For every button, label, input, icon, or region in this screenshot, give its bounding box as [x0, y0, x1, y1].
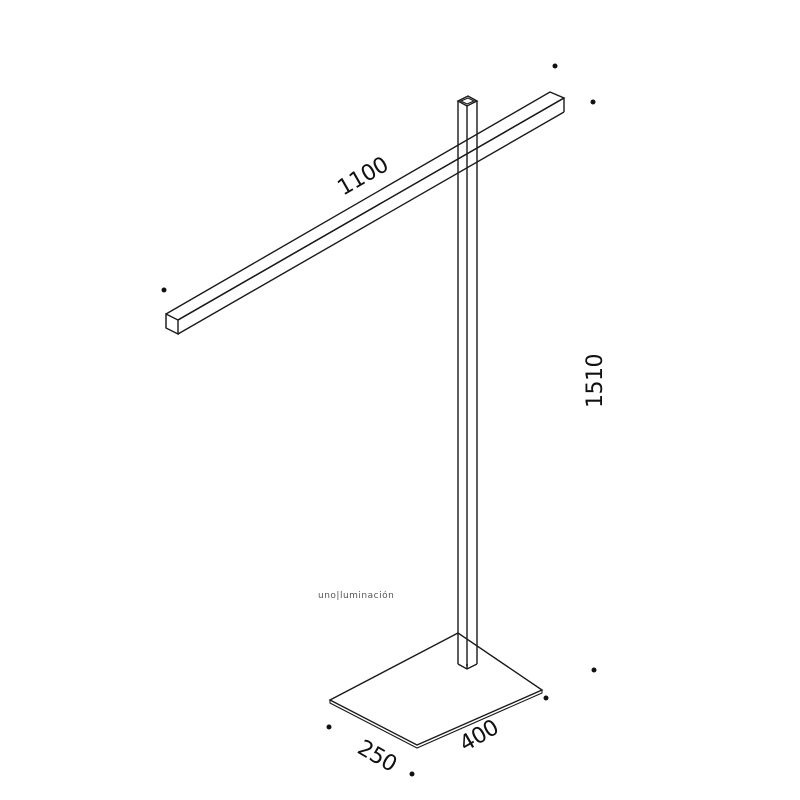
marker-dot	[161, 287, 167, 293]
marker-dot	[591, 667, 597, 673]
marker-dot	[552, 63, 558, 69]
marker-dot	[409, 771, 415, 777]
base-depth-label: 250	[353, 736, 401, 778]
brand-watermark: uno|luminación	[318, 590, 394, 601]
marker-dot	[590, 99, 596, 105]
lamp-pole	[456, 95, 479, 670]
base-width-label: 400	[456, 715, 504, 757]
height-label: 1510	[583, 354, 608, 408]
arm-length-label: 1100	[334, 153, 393, 202]
marker-dot	[543, 695, 549, 701]
base-plate	[328, 632, 544, 746]
lamp-arm	[165, 91, 566, 336]
base-plate-edge	[329, 690, 543, 749]
marker-dot	[326, 724, 332, 730]
